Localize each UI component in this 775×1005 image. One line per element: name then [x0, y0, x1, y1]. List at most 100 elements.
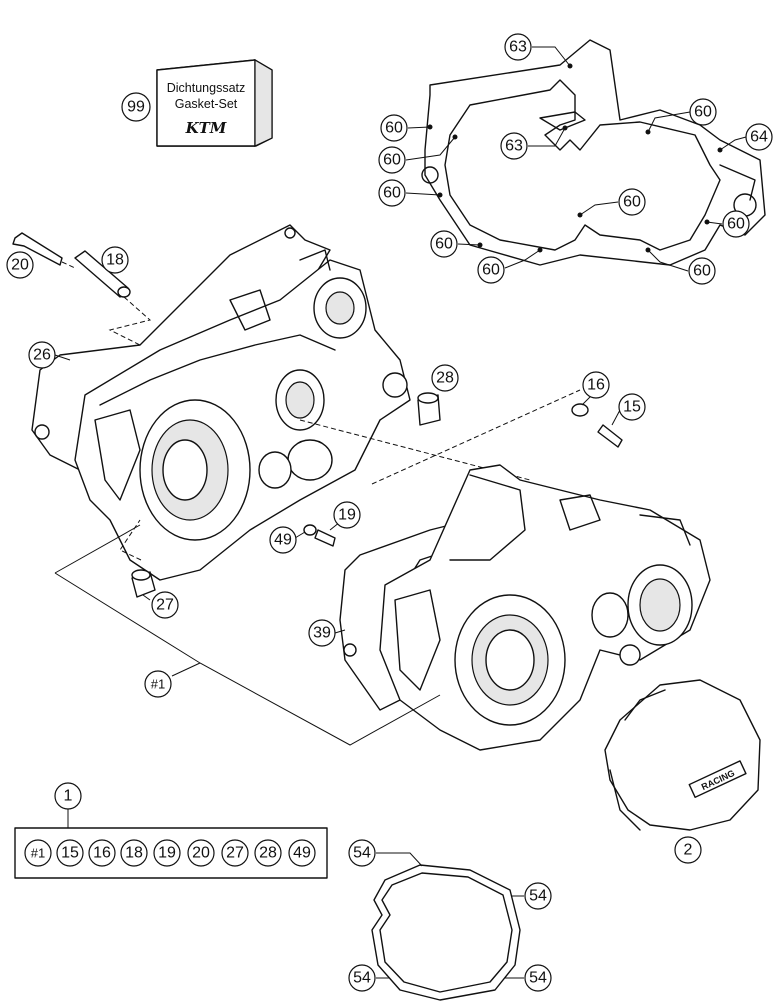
svg-text:60: 60	[694, 104, 712, 121]
svg-text:60: 60	[383, 185, 401, 202]
bushing-27	[131, 569, 156, 598]
kit-item-16: 16	[88, 839, 116, 867]
callout-60-e: 60	[618, 188, 646, 216]
callout-60-h: 60	[477, 256, 505, 284]
gasket-set-label-de: Dichtungssatz	[167, 81, 246, 95]
callout-60-g: 60	[430, 230, 458, 258]
washer-49	[303, 524, 317, 536]
kit-item-28: 28	[254, 839, 282, 867]
dowel-sleeve-18	[74, 250, 131, 298]
callout-20: 20	[6, 251, 34, 279]
crankcase-right-half	[379, 464, 711, 751]
callout-28: 28	[431, 364, 459, 392]
callout-60-c: 60	[378, 179, 406, 207]
svg-text:60: 60	[482, 262, 500, 279]
kit-item-19: 19	[153, 839, 181, 867]
svg-text:54: 54	[529, 970, 547, 987]
gasket-set-label-en: Gasket-Set	[175, 97, 238, 111]
svg-text:#1: #1	[151, 677, 165, 692]
svg-text:28: 28	[259, 845, 277, 862]
svg-text:54: 54	[353, 845, 371, 862]
kit-item-49: 49	[288, 839, 316, 867]
callout-1: 1	[54, 782, 82, 810]
svg-text:54: 54	[353, 970, 371, 987]
callout-63-top: 63	[504, 33, 532, 61]
callout-64: 64	[745, 123, 773, 151]
svg-text:27: 27	[156, 597, 174, 614]
svg-text:20: 20	[11, 257, 29, 274]
svg-text:19: 19	[158, 845, 176, 862]
svg-text:19: 19	[338, 507, 356, 524]
svg-text:15: 15	[61, 845, 79, 862]
callout-99: 99	[121, 92, 151, 122]
callout-54-b: 54	[524, 882, 552, 910]
svg-text:16: 16	[93, 845, 111, 862]
ignition-cover-gasket	[371, 864, 521, 1001]
kit-item-15: 15	[56, 839, 84, 867]
callout-2: 2	[674, 836, 702, 864]
svg-text:64: 64	[750, 129, 768, 146]
ktm-logo: KTM	[185, 119, 227, 137]
crankcase-gasket-top	[421, 39, 766, 266]
callout-16: 16	[582, 371, 610, 399]
svg-text:#1: #1	[31, 846, 45, 861]
svg-text:99: 99	[127, 99, 145, 116]
callout-63-inner: 63	[500, 132, 528, 160]
racing-badge	[688, 760, 747, 798]
svg-text:54: 54	[529, 888, 547, 905]
svg-text:39: 39	[313, 625, 331, 642]
gasket-top-pins	[427, 63, 723, 253]
svg-text:60: 60	[383, 152, 401, 169]
svg-text:60: 60	[727, 216, 745, 233]
callout-60-f: 60	[722, 210, 750, 238]
callout-60-d: 60	[689, 98, 717, 126]
gasket-set-box: Dichtungssatz Gasket-Set KTM	[156, 58, 273, 147]
kit-item-set-1: #1	[24, 839, 52, 867]
svg-text:49: 49	[274, 532, 292, 549]
callout-54-a: 54	[348, 839, 376, 867]
svg-text:16: 16	[587, 377, 605, 394]
svg-text:60: 60	[623, 194, 641, 211]
callout-60-b: 60	[378, 146, 406, 174]
svg-text:49: 49	[293, 845, 311, 862]
svg-text:15: 15	[623, 399, 641, 416]
svg-text:27: 27	[226, 845, 244, 862]
svg-text:26: 26	[33, 347, 51, 364]
svg-text:20: 20	[192, 845, 210, 862]
bolt-20	[12, 232, 63, 266]
callout-26: 26	[28, 341, 56, 369]
gasket-54-leaders	[376, 852, 524, 979]
callout-54-c: 54	[348, 964, 376, 992]
svg-text:63: 63	[505, 138, 523, 155]
kit-item-27: 27	[221, 839, 249, 867]
callout-18: 18	[101, 246, 129, 274]
callout-39: 39	[308, 619, 336, 647]
callout-60-i: 60	[688, 257, 716, 285]
callout-15: 15	[618, 393, 646, 421]
set-1-bracket	[54, 524, 441, 746]
callout-27: 27	[151, 591, 179, 619]
callout-60-a: 60	[380, 114, 408, 142]
screw-19	[314, 529, 336, 547]
svg-text:18: 18	[125, 845, 143, 862]
washer-16	[571, 403, 589, 417]
callout-54-d: 54	[524, 964, 552, 992]
gasket-top-leaders	[405, 46, 747, 272]
svg-text:2: 2	[684, 842, 693, 859]
svg-text:28: 28	[436, 370, 454, 387]
ignition-cover: RACING	[604, 679, 761, 831]
bushing-28	[417, 392, 441, 426]
svg-text:1: 1	[64, 788, 73, 805]
kit-item-18: 18	[120, 839, 148, 867]
svg-text:60: 60	[435, 236, 453, 253]
svg-text:18: 18	[106, 252, 124, 269]
svg-text:60: 60	[385, 120, 403, 137]
kit-item-20: 20	[187, 839, 215, 867]
crankcase-left-half	[74, 249, 411, 581]
callout-49: 49	[269, 526, 297, 554]
screw-15	[597, 424, 623, 448]
callout-19: 19	[333, 501, 361, 529]
callout-set-1: #1	[144, 670, 172, 698]
svg-text:63: 63	[509, 39, 527, 56]
